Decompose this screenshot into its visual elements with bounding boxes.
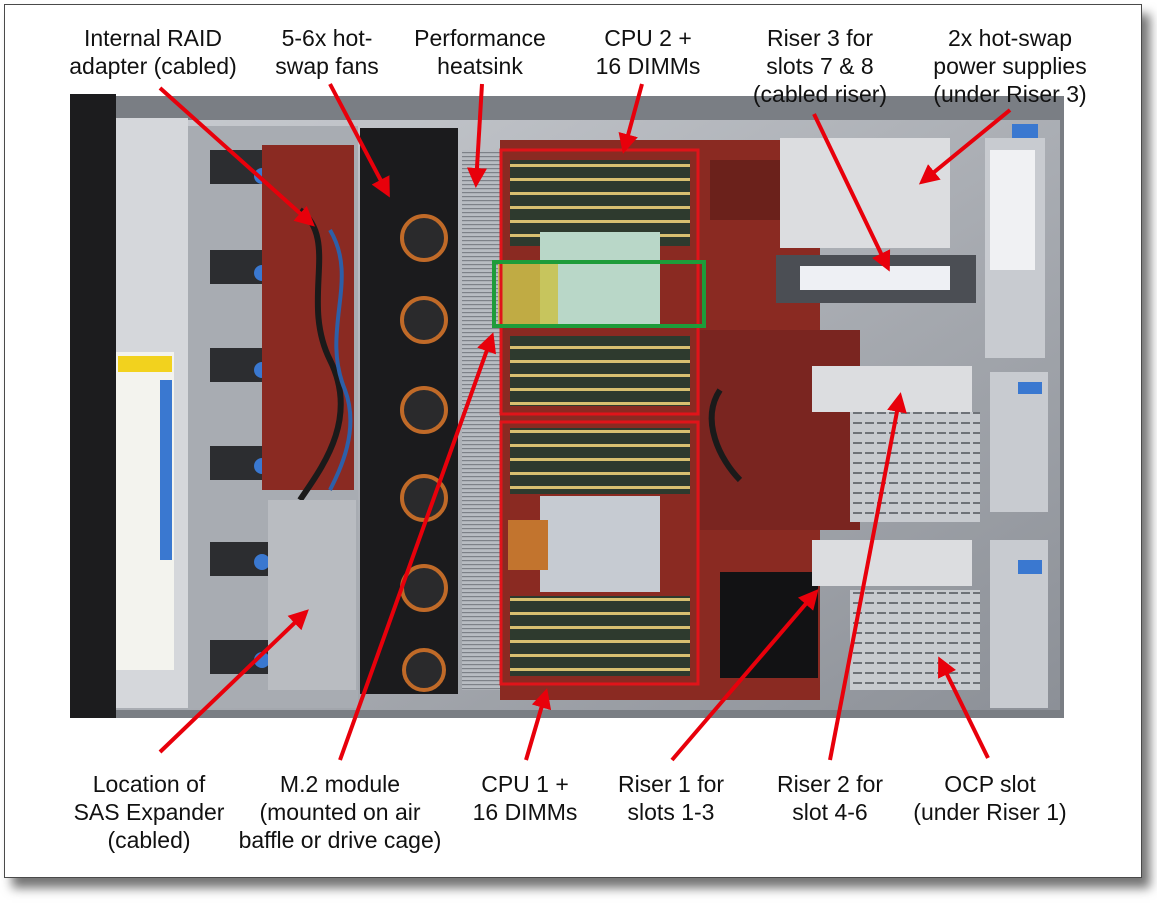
cpu1-heatsink — [540, 496, 660, 592]
arrow-riser2 — [828, 392, 907, 761]
label-riser3-line1: Riser 3 for — [766, 25, 874, 51]
label-hot-swap-fans-line1: 5-6x hot- — [281, 25, 373, 51]
label-riser2: Riser 2 for slot 4-6 — [760, 770, 900, 826]
arrow-m2-module — [338, 332, 497, 761]
label-hot-swap-fans: 5-6x hot- swap fans — [262, 24, 392, 80]
sas-expander-area — [268, 500, 356, 690]
label-sas-expander-line2: SAS Expander — [73, 799, 225, 825]
label-power-supplies-line1: 2x hot-swap — [947, 25, 1072, 51]
raid-board — [262, 145, 354, 490]
label-ocp-slot: OCP slot (under Riser 1) — [898, 770, 1082, 826]
label-performance-heatsink-line2: heatsink — [437, 53, 523, 79]
label-cpu2-line1: CPU 2 + — [604, 25, 692, 51]
cpu1-dimms-upper — [510, 428, 690, 494]
label-power-supplies-line2: power supplies — [933, 53, 1087, 79]
arrow-power-supplies — [918, 108, 1012, 185]
arrow-performance-heatsink — [466, 83, 487, 188]
cpu2-dimms-lower — [510, 336, 690, 406]
cpu2-heatsink — [540, 232, 660, 328]
riser2-cage — [812, 366, 1048, 522]
label-m2-module-line2: (mounted on air — [259, 799, 421, 825]
label-cpu1: CPU 1 + 16 DIMMs — [460, 770, 590, 826]
cpu2-highlight-box — [499, 148, 700, 416]
label-m2-module-line3: baffle or drive cage) — [238, 827, 442, 853]
label-ocp-slot-line1: OCP slot — [944, 771, 1036, 797]
arrow-cpu2 — [618, 83, 644, 154]
label-riser1: Riser 1 for slots 1-3 — [606, 770, 736, 826]
label-m2-module: M.2 module (mounted on air baffle or dri… — [222, 770, 458, 854]
label-power-supplies-line3: (under Riser 3) — [933, 81, 1087, 107]
label-m2-module-line1: M.2 module — [279, 771, 401, 797]
ocp-area-dark — [720, 572, 818, 678]
label-riser2-line2: slot 4-6 — [792, 799, 868, 825]
label-internal-raid-line1: Internal RAID — [83, 25, 223, 51]
cpu1-highlight-box — [499, 420, 700, 686]
arrow-cpu1 — [524, 688, 552, 761]
arrow-hot-swap-fans — [328, 83, 390, 198]
label-internal-raid-line2: adapter (cabled) — [69, 53, 237, 79]
label-sas-expander-line1: Location of — [92, 771, 206, 797]
arrow-ocp-slot — [938, 656, 990, 759]
board-cable — [708, 388, 743, 483]
label-hot-swap-fans-line2: swap fans — [275, 53, 379, 79]
label-sas-expander-line3: (cabled) — [107, 827, 191, 853]
sas-cable-blue — [328, 228, 353, 491]
cpu1-dimms-lower — [510, 596, 690, 676]
arrow-riser3 — [812, 113, 891, 272]
label-cpu2: CPU 2 + 16 DIMMs — [578, 24, 718, 80]
label-performance-heatsink: Performance heatsink — [400, 24, 560, 80]
label-cpu2-line2: 16 DIMMs — [595, 53, 701, 79]
sas-cable — [297, 207, 344, 502]
label-cpu1-line1: CPU 1 + — [481, 771, 569, 797]
label-riser3-line2: slots 7 & 8 — [766, 53, 874, 79]
label-performance-heatsink-line1: Performance — [414, 25, 546, 51]
motherboard-right — [700, 330, 860, 530]
label-riser1-line1: Riser 1 for — [617, 771, 725, 797]
cpu2-heatpipes — [498, 262, 558, 324]
label-cpu1-line2: 16 DIMMs — [472, 799, 578, 825]
arrow-sas-expander — [158, 609, 309, 754]
riser1-cage — [812, 540, 1048, 708]
cpu2-dimms-upper — [510, 160, 690, 246]
label-internal-raid: Internal RAID adapter (cabled) — [58, 24, 248, 80]
performance-heatsink-fins — [462, 150, 500, 690]
board-component — [710, 160, 780, 220]
label-sas-expander: Location of SAS Expander (cabled) — [64, 770, 234, 854]
fan-cage — [360, 128, 458, 694]
label-power-supplies: 2x hot-swap power supplies (under Riser … — [910, 24, 1110, 108]
label-riser2-line1: Riser 2 for — [776, 771, 884, 797]
label-ocp-slot-line2: (under Riser 1) — [913, 799, 1067, 825]
service-label — [116, 352, 174, 670]
arrow-riser1 — [670, 588, 819, 762]
callout-arrows — [158, 83, 1012, 762]
label-riser3: Riser 3 for slots 7 & 8 (cabled riser) — [740, 24, 900, 108]
arrow-internal-raid — [158, 86, 315, 227]
label-riser3-line3: (cabled riser) — [752, 81, 888, 107]
cpu1-heatpipes — [508, 520, 548, 570]
heatsink-highlight-box — [492, 260, 706, 328]
label-riser1-line2: slots 1-3 — [627, 799, 715, 825]
